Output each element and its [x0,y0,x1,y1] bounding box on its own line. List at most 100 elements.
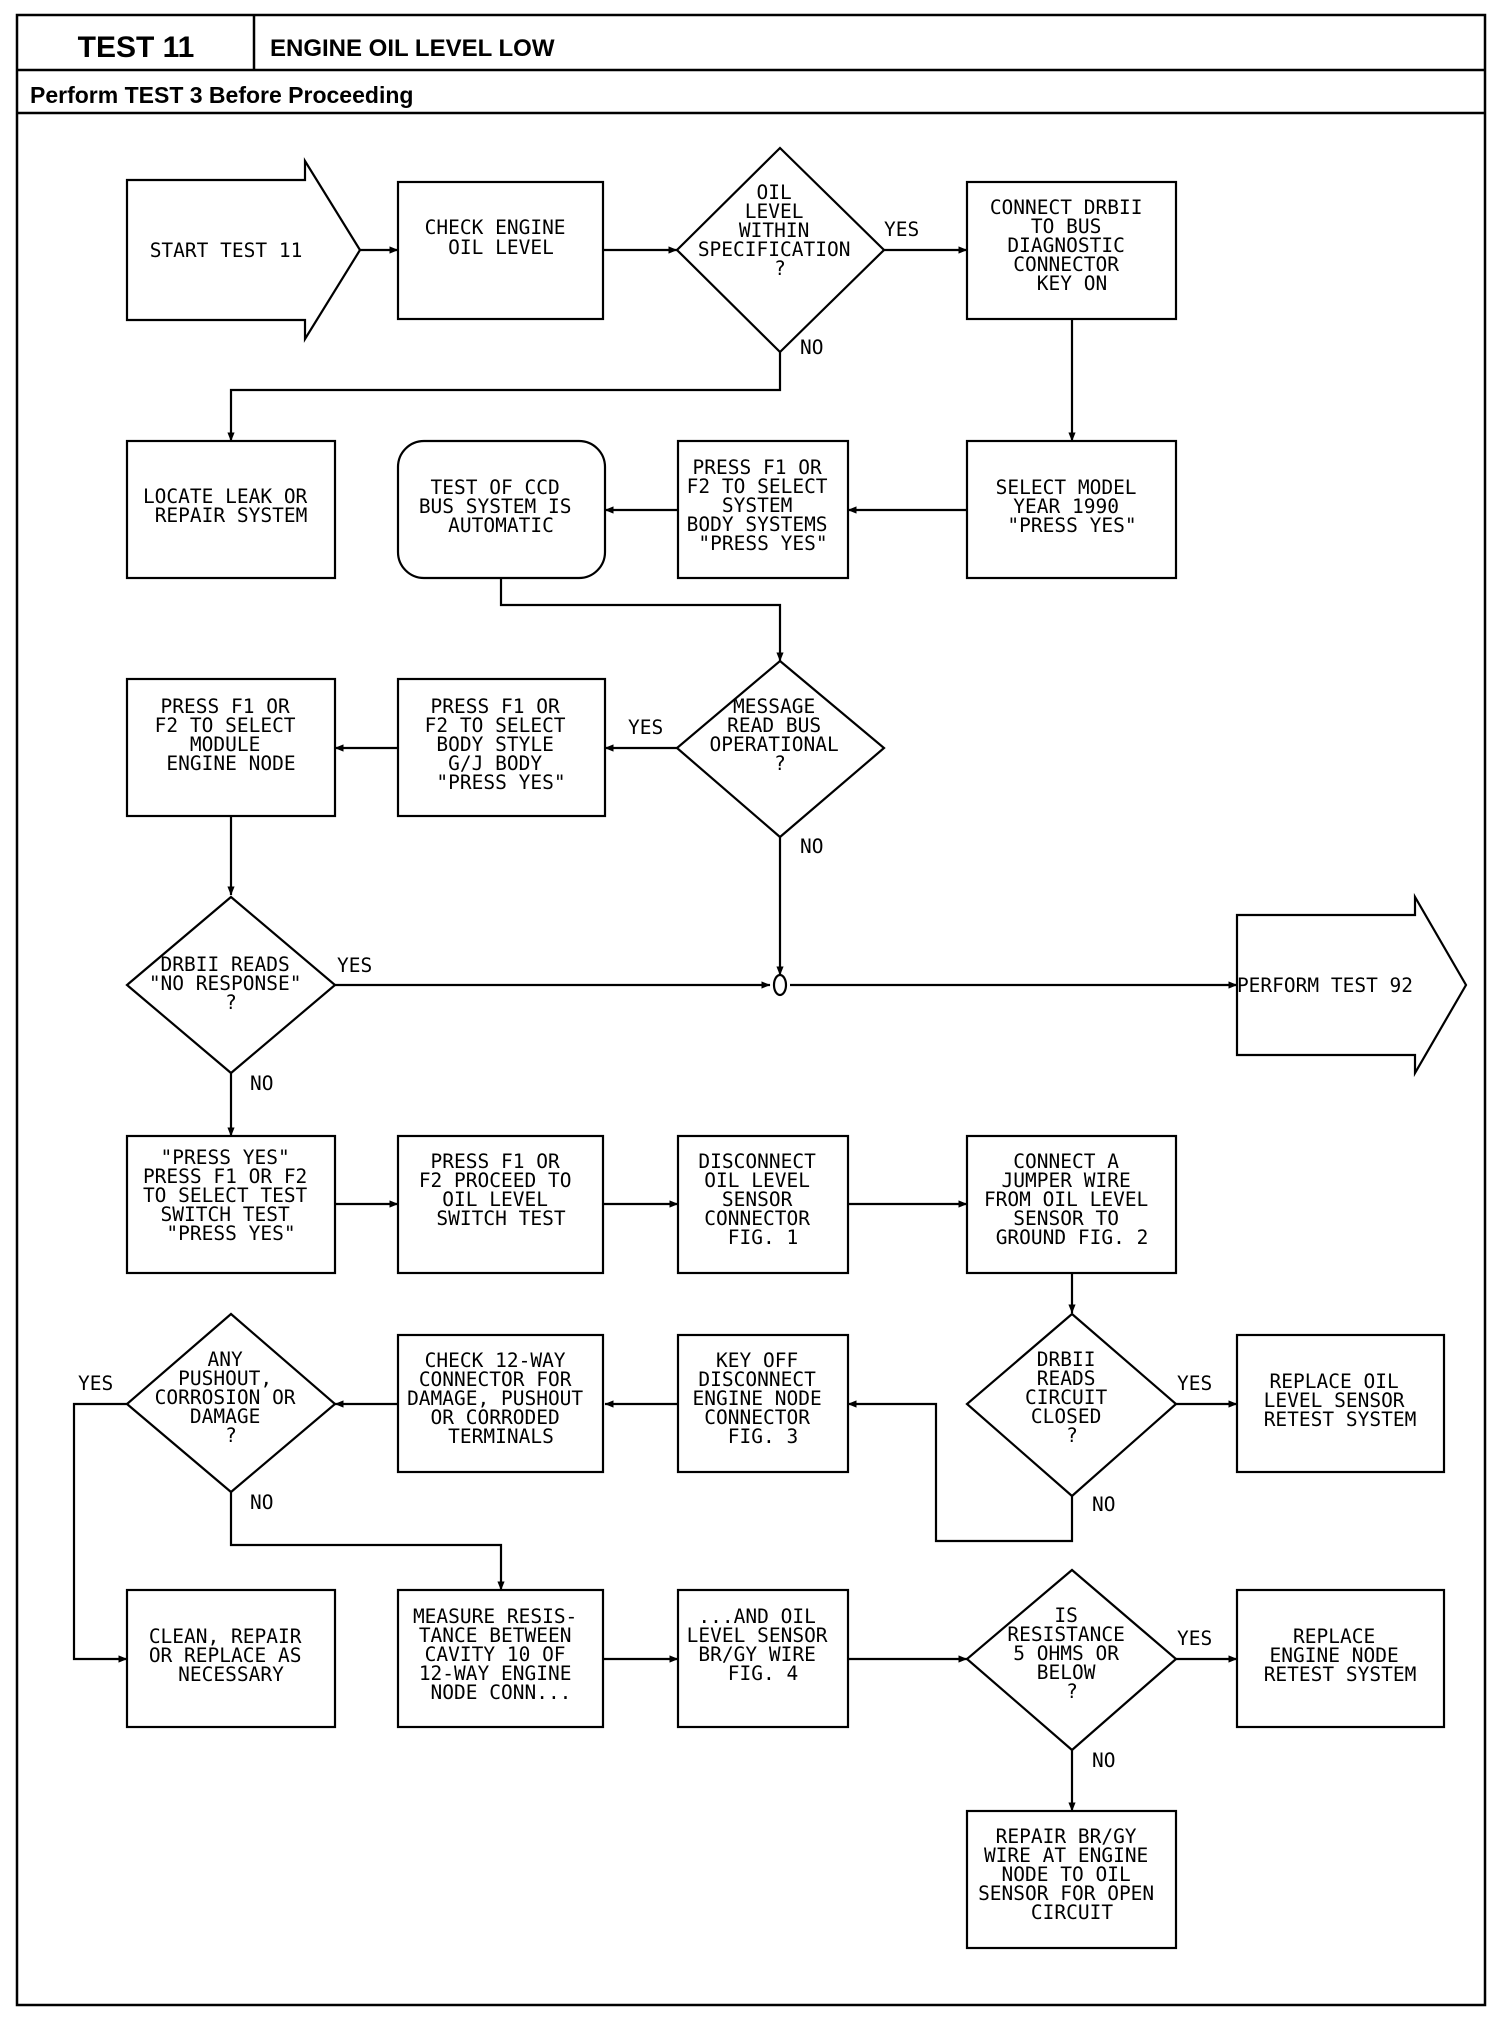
edge-label-message-yes: YES [628,716,663,739]
label-line: GROUND FIG. 2 [996,1226,1149,1249]
shapes [125,146,1468,1950]
label-line: DIAGNOSTIC [1007,234,1124,257]
label-line: OR REPLACE AS [149,1644,302,1667]
label-line: CONNECTOR FOR [419,1368,572,1391]
box-replace-node [1235,1588,1446,1729]
label-line: OR CORRODED [431,1406,560,1429]
label-line: ANY [208,1348,243,1371]
node-labels: START TEST 11 CHECK ENGINE OIL LEVEL OIL… [143,181,1416,1924]
label-line: CHECK ENGINE [425,216,566,239]
label-line: CONNECT A [1013,1150,1119,1173]
label-resistance: IS RESISTANCE 5 OHMS OR BELOW ? [1007,1604,1136,1703]
label-line: ? [774,257,786,280]
label-line: ? [1066,1680,1078,1703]
label-line: LEVEL SENSOR [687,1624,828,1647]
label-jumper: CONNECT A JUMPER WIRE FROM OIL LEVEL SEN… [984,1150,1160,1249]
label-line: F2 TO SELECT [425,714,566,737]
label-line: WITHIN [739,219,809,242]
label-line: SPECIFICATION [698,238,851,261]
label-line: PRESS F1 OR F2 [143,1165,307,1188]
page-border [15,13,1487,2007]
box-disconnect-sensor [676,1134,850,1275]
diamond-no-response [125,895,337,1075]
label-line: CIRCUIT [1025,1386,1107,1409]
label-select-system: PRESS F1 OR F2 TO SELECT SYSTEM BODY SYS… [687,456,840,555]
edge-label-resistance-yes: YES [1177,1627,1212,1650]
label-line: TERMINALS [448,1425,554,1448]
label-line: BODY SYSTEMS [687,513,828,536]
label-line: OIL LEVEL [442,1188,548,1211]
label-line: RETEST SYSTEM [1264,1663,1417,1686]
label-line: SENSOR TO [1013,1207,1119,1230]
label-line: READS [1037,1367,1096,1390]
label-line: PERFORM TEST 92 [1237,974,1413,997]
label-line: RETEST SYSTEM [1264,1408,1417,1431]
label-line: CLOSED [1031,1405,1101,1428]
label-line: PUSHOUT, [178,1367,272,1390]
box-select-body [396,677,607,818]
label-line: FIG. 4 [728,1662,798,1685]
label-line: ...AND OIL [698,1605,815,1628]
label-line: 5 OHMS OR [1013,1642,1119,1665]
edge-label-oil-spec-no: NO [800,336,823,359]
label-line: DRBII [1037,1348,1096,1371]
label-line: AUTOMATIC [448,514,554,537]
label-clean-repair: CLEAN, REPAIR OR REPLACE AS NECESSARY [149,1625,313,1686]
box-ccd-test [396,439,607,580]
label-line: SELECT MODEL [996,476,1137,499]
label-line: CORROSION OR [155,1386,296,1409]
label-line: F2 PROCEED TO [419,1169,572,1192]
label-line: REPAIR BR/GY [996,1825,1137,1848]
label-line: FIG. 1 [728,1226,798,1249]
edge-labels: YES NO YES NO YES NO YES NO YES NO YES N… [78,218,1212,1772]
label-line: DRBII READS [161,953,290,976]
label-line: "PRESS YES" [436,771,565,794]
edge-spec-no [227,352,782,442]
label-line: ? [1066,1424,1078,1447]
label-connect-drb: CONNECT DRBII TO BUS DIAGNOSTIC CONNECTO… [990,196,1154,295]
edge-ccd-to-message [499,578,784,662]
edge-label-circuit-no: NO [1092,1493,1115,1516]
label-line: SYSTEM [722,494,792,517]
label-pushout: ANY PUSHOUT, CORROSION OR DAMAGE ? [155,1348,308,1447]
test-label: TEST 11 [78,31,195,64]
edge-label-pushout-yes: YES [78,1372,113,1395]
diamond-resistance [965,1568,1178,1752]
label-ccd-test: TEST OF CCD BUS SYSTEM IS AUTOMATIC [419,476,583,537]
edge-circuit-no [847,1400,1074,1543]
connectors [72,246,1238,1812]
label-line: OPERATIONAL [710,733,839,756]
label-line: ? [225,991,237,1014]
label-line: NECESSARY [178,1663,284,1686]
label-replace-node: REPLACE ENGINE NODE RETEST SYSTEM [1264,1625,1417,1686]
edge-label-oil-spec-yes: YES [884,218,919,241]
box-and-sensor [676,1588,850,1729]
header: TEST 11 ENGINE OIL LEVEL LOW Perform TES… [15,13,1487,2007]
label-line: CAVITY 10 OF [425,1643,566,1666]
label-select-year: SELECT MODEL YEAR 1990 "PRESS YES" [996,476,1149,537]
label-line: ENGINE NODE [166,752,295,775]
edge-label-circuit-yes: YES [1177,1372,1212,1395]
edge-label-message-no: NO [800,835,823,858]
box-clean-repair [125,1588,337,1729]
label-line: MEASURE RESIS- [413,1605,577,1628]
label-line: PRESS F1 OR [431,695,560,718]
label-line: NODE CONN... [431,1681,572,1704]
label-line: DAMAGE [190,1405,260,1428]
label-line: MODULE [190,733,260,756]
label-line: CONNECTOR [1013,253,1119,276]
box-connect-drb [965,180,1178,321]
label-test92: PERFORM TEST 92 [1237,974,1413,997]
label-line: "PRESS YES" [698,532,827,555]
label-line: PRESS F1 OR [161,695,290,718]
box-jumper [965,1134,1178,1275]
label-line: OIL LEVEL [448,236,554,259]
edge-pushout-yes [72,1402,128,1663]
label-start: START TEST 11 [150,239,303,262]
label-line: DAMAGE, PUSHOUT [407,1387,583,1410]
label-line: MESSAGE [733,695,815,718]
label-line: CLEAN, REPAIR [149,1625,302,1648]
label-line: DISCONNECT [698,1150,816,1173]
box-check-oil [396,180,605,321]
label-line: BUS SYSTEM IS [419,495,572,518]
